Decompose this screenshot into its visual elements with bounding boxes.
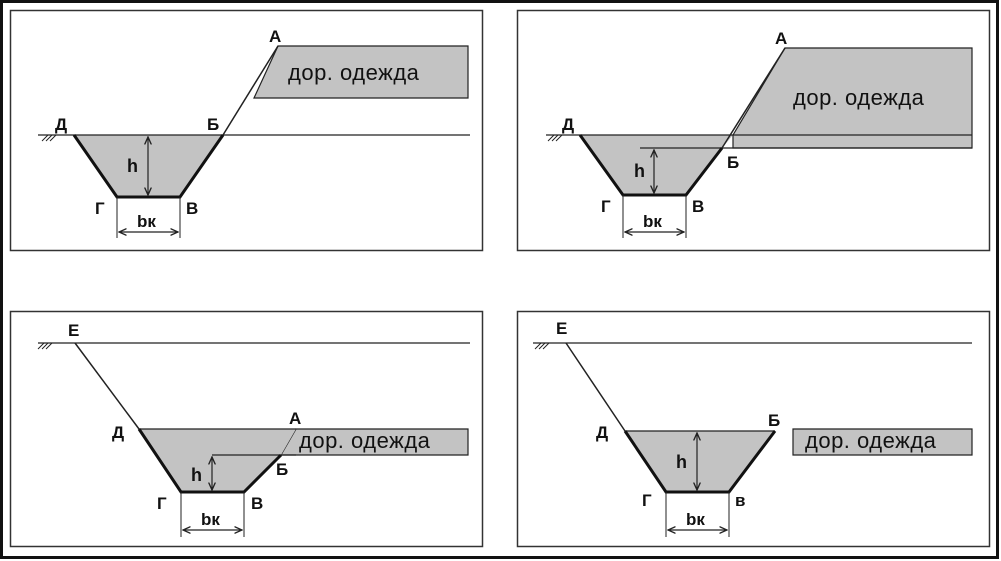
- width-label: bк: [643, 212, 662, 231]
- point-label-b: Б: [768, 411, 780, 430]
- ground-hatching: [41, 134, 57, 142]
- road-pavement-layer: [253, 45, 469, 99]
- point-label-v: В: [692, 197, 704, 216]
- trench-outline: [72, 134, 225, 199]
- trench-outline: [137, 428, 283, 494]
- road-pavement-label: дор. одежда: [805, 428, 937, 453]
- point-label-g: Г: [601, 197, 611, 216]
- width-label: bк: [137, 212, 156, 231]
- road-pavement-layer: [792, 428, 973, 456]
- road-pavement-layer: [279, 428, 469, 456]
- width-label: bк: [201, 510, 220, 529]
- cut-slope: [74, 342, 140, 430]
- point-label-a: А: [269, 27, 281, 46]
- point-label-v: В: [186, 199, 198, 218]
- trench-outline: [623, 430, 777, 494]
- ground-hatching: [534, 342, 550, 350]
- point-label-a: А: [289, 409, 301, 428]
- depth-label: h: [191, 465, 202, 485]
- road-pavement-label: дор. одежда: [793, 85, 925, 110]
- road-pavement-label: дор. одежда: [299, 428, 431, 453]
- depth-label: h: [676, 452, 687, 472]
- depth-label: h: [634, 161, 645, 181]
- trench-outline: [578, 134, 724, 197]
- width-label: bк: [686, 510, 705, 529]
- ground-hatching: [37, 342, 53, 350]
- embankment-slope: [721, 47, 786, 149]
- road-pavement-label: дор. одежда: [288, 60, 420, 85]
- embankment-slope: [222, 45, 279, 136]
- point-label-v: в: [735, 491, 745, 510]
- panel-top-left: А Б Д Г В дор. одежда h bк: [9, 9, 484, 252]
- point-label-e: Е: [556, 319, 567, 338]
- panel-bottom-right: Е Б Д Г в дор. одежда h bк: [516, 310, 991, 548]
- depth-label: h: [127, 156, 138, 176]
- panel-bottom-left: Е А Б Д Г В дор. одежда h bк: [9, 310, 484, 548]
- point-label-a: А: [775, 29, 787, 48]
- point-label-g: Г: [157, 494, 167, 513]
- point-label-g: Г: [95, 199, 105, 218]
- point-label-v: В: [251, 494, 263, 513]
- point-label-b: Б: [207, 115, 219, 134]
- panel-top-right: А Б Д Г В дор. одежда h bк: [516, 9, 991, 252]
- point-label-b: Б: [727, 153, 739, 172]
- cut-slope: [565, 342, 626, 432]
- point-label-d: Д: [55, 115, 67, 134]
- point-label-d: Д: [112, 423, 124, 442]
- point-label-b: Б: [276, 460, 288, 479]
- point-label-d: Д: [596, 423, 608, 442]
- trench-fill: [139, 429, 296, 492]
- point-label-d: Д: [562, 115, 574, 134]
- point-label-g: Г: [642, 491, 652, 510]
- point-label-e: Е: [68, 321, 79, 340]
- ground-hatching: [547, 134, 563, 142]
